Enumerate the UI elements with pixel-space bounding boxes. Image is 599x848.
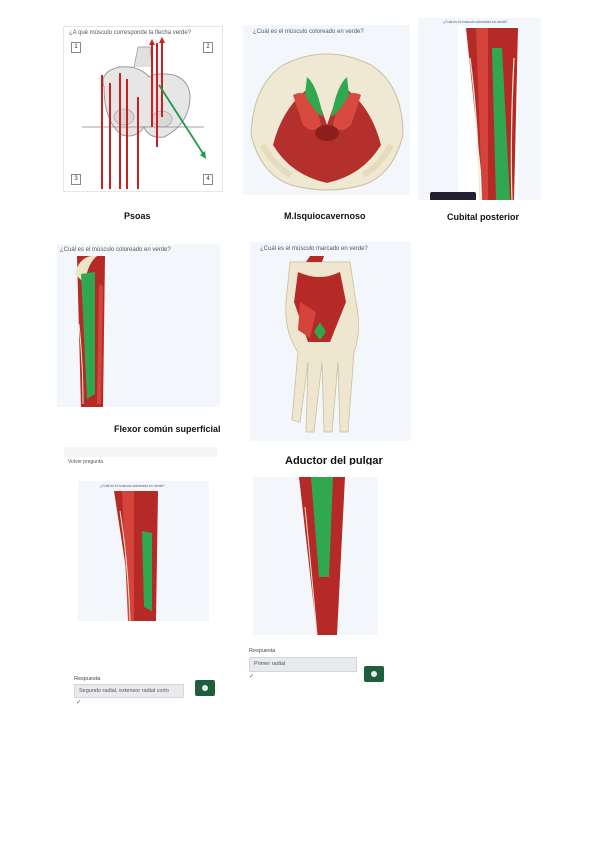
segundo-radial-panel: Volver pregunta ¿Cuál es el músculo colo…	[64, 447, 217, 710]
marker-3[interactable]: 3	[71, 174, 81, 185]
forearm-radial-illustration	[114, 491, 158, 621]
question-text: ¿Cuál es el músculo coloreado en verde?	[253, 29, 364, 35]
back-link[interactable]: Volver pregunta	[68, 459, 104, 465]
image-card: ¿Cuál es el músculo coloreado en verde?	[78, 481, 209, 621]
answer-field[interactable]: Segundo radial, extensor radial corto	[74, 684, 184, 698]
submit-button[interactable]	[364, 666, 384, 682]
submit-button[interactable]	[195, 680, 215, 696]
aductor-panel: ¿Cuál es el músculo marcado en verde?	[250, 242, 411, 441]
marker-4[interactable]: 4	[203, 174, 213, 185]
perineum-illustration	[250, 53, 404, 191]
forearm-anterior-illustration	[75, 256, 105, 407]
status-bar	[64, 447, 217, 457]
answer-label: Respuesta	[74, 676, 101, 682]
flexor-panel: ¿Cuál es el músculo coloreado en verde?	[57, 244, 220, 407]
cubital-caption: Cubital posterior	[447, 212, 520, 222]
pelvis-illustration	[82, 37, 206, 189]
marker-2[interactable]: 2	[203, 42, 213, 53]
tooltip	[430, 192, 476, 200]
marker-1[interactable]: 1	[71, 42, 81, 53]
question-text: ¿Cuál es el músculo coloreado en verde?	[100, 484, 165, 488]
cubital-panel: ¿Cuál es el músculo coloreado en verde?	[418, 18, 541, 200]
forearm-posterior-illustration	[458, 26, 518, 200]
psoas-caption: Psoas	[124, 211, 151, 221]
green-arrow	[158, 84, 205, 156]
answer-field[interactable]: Primer radial	[249, 657, 357, 672]
red-arrows	[101, 41, 163, 189]
question-text: ¿Cuál es el músculo coloreado en verde?	[443, 20, 508, 24]
aductor-caption: Aductor del pulgar	[285, 455, 383, 467]
primer-radial-panel: Respuesta Primer radial ✓	[239, 465, 392, 686]
psoas-panel: ¿A qué músculo corresponde la flecha ver…	[63, 26, 223, 192]
isquio-caption: M.Isquiocavernoso	[284, 211, 366, 221]
correct-check-icon: ✓	[76, 700, 82, 706]
question-text: ¿A qué músculo corresponde la flecha ver…	[69, 30, 192, 36]
image-card	[253, 477, 378, 635]
forearm-radial-illustration	[299, 477, 345, 635]
flexor-caption: Flexor común superficial	[114, 424, 221, 434]
correct-check-icon: ✓	[249, 674, 255, 680]
question-text: ¿Cuál es el músculo coloreado en verde?	[60, 247, 171, 253]
question-text: ¿Cuál es el músculo marcado en verde?	[260, 246, 368, 252]
isquio-panel: ¿Cuál es el músculo coloreado en verde?	[243, 25, 410, 195]
hand-illustration	[285, 256, 359, 433]
answer-label: Respuesta	[249, 648, 276, 654]
